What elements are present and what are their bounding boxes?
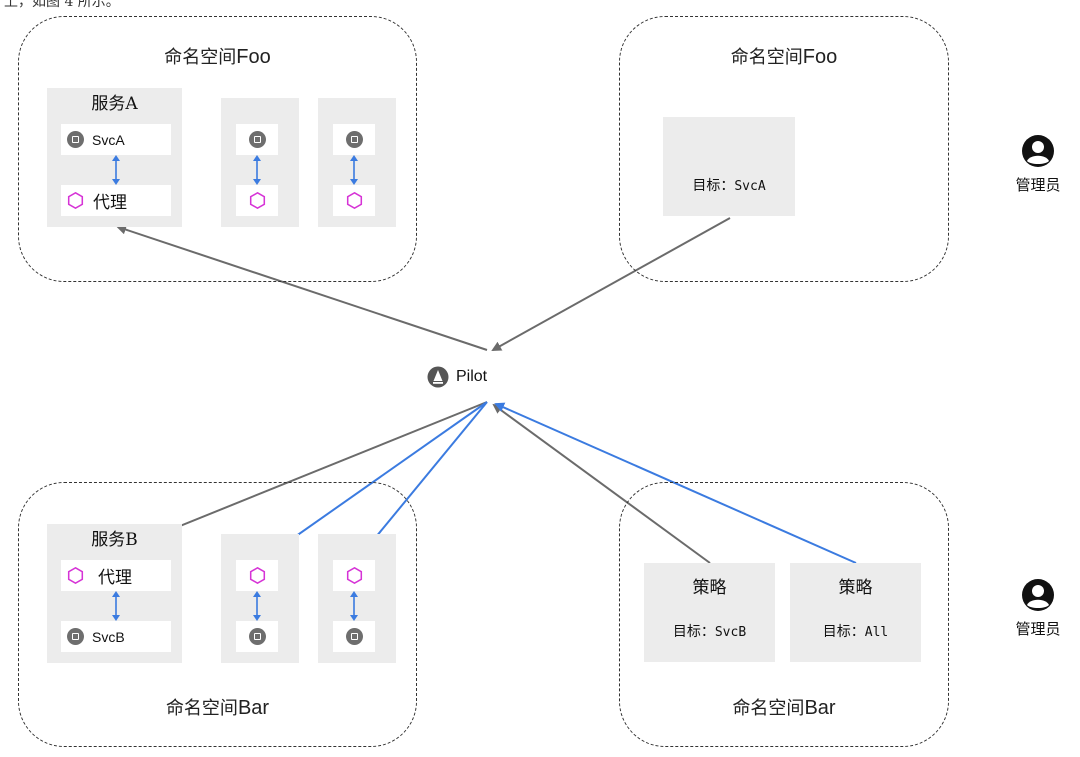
namespace-title-en: Foo [802,46,838,68]
arrow-target-to-pilot [491,217,731,351]
pilot-label: Pilot [456,368,488,385]
namespace-title: 命名空间Bar [19,694,416,720]
cpu-icon [345,628,363,645]
target-value: SvcB [714,625,747,640]
pod-2-proxy-chip [236,185,278,216]
hexagon-proxy-icon [346,192,362,209]
pod-3-bottom-proxy-chip [333,560,375,591]
admin-label: 管理员 [1015,176,1061,194]
hexagon-proxy-icon [249,192,265,209]
pilot-node: Pilot [427,366,487,388]
proxy-label: 代理 [98,568,132,588]
namespace-title-en: Bar [237,697,270,719]
target-label: 目标： [672,624,715,640]
svcb-label: SvcB [92,628,125,645]
admin-bottom: 管理员 [1008,578,1068,639]
namespace-title: 命名空间Foo [620,43,948,69]
namespace-bar-config: 命名空间Bar [619,482,949,747]
service-b-title: 服务B [91,530,138,550]
admin-top: 管理员 [1008,134,1068,195]
namespace-title-en: Bar [804,697,836,719]
hexagon-proxy-icon [67,192,84,209]
cpu-icon [345,131,363,148]
namespace-title-cn: 命名空间 [730,47,803,68]
target-label: 目标： [822,624,865,640]
admin-label: 管理员 [1015,620,1061,638]
bidirectional-arrow-icon [112,155,120,185]
bidirectional-arrow-icon [112,591,120,621]
arrow-pilot-to-proxy-3 [355,401,488,562]
service-b-proxy-chip: 代理 [61,560,171,591]
policy-box-all: 策略 目标：All [790,563,921,662]
svca-container-chip: SvcA [61,124,171,155]
hexagon-proxy-icon [249,567,265,584]
namespace-title-en: Foo [236,46,271,68]
pod-2-bottom-proxy-chip [236,560,278,591]
user-circle-icon [1022,135,1054,167]
target-value: SvcA [734,179,766,194]
bidirectional-arrow-icon [253,155,261,185]
bidirectional-arrow-icon [253,591,261,621]
namespace-foo-services: 命名空间Foo [18,16,417,282]
page-caption-fragment: 上，如图 4 所示。 [4,0,120,10]
namespace-title-cn: 命名空间 [732,698,805,719]
namespace-foo-config: 命名空间Foo [619,16,949,282]
target-label: 目标： [692,178,735,194]
arrow-pilot-to-proxy-2 [260,401,488,562]
policy-box-svcb: 策略 目标：SvcB [644,563,775,662]
target-text: 目标：SvcB [644,621,775,641]
target-value: All [864,625,889,640]
arrow-policy-all-to-pilot [494,402,857,564]
namespace-title-cn: 命名空间 [164,47,237,68]
pod-3-container-chip [333,124,375,155]
arrow-pilot-to-service-a [116,224,488,351]
pod-2-container-chip [236,124,278,155]
arrow-policy-svcb-to-pilot [492,403,711,564]
svcb-container-chip: SvcB [61,621,171,652]
cpu-icon [248,628,266,645]
proxy-label: 代理 [93,193,127,213]
service-a-proxy-chip: 代理 [61,185,171,216]
bidirectional-arrow-icon [350,155,358,185]
arrow-pilot-to-service-b [126,401,488,549]
namespace-title-cn: 命名空间 [165,698,238,719]
pod-3-bottom-container-chip [333,621,375,652]
namespace-title: 命名空间Foo [19,43,416,69]
bidirectional-arrow-icon [350,591,358,621]
namespace-title: 命名空间Bar [620,694,948,720]
policy-title: 策略 [838,578,873,598]
hexagon-proxy-icon [67,567,84,584]
target-text: 目标：SvcA [663,175,795,195]
cpu-icon [67,131,84,148]
pod-3-proxy-chip [333,185,375,216]
hexagon-proxy-icon [346,567,362,584]
pod-2-bottom-container-chip [236,621,278,652]
policy-title: 策略 [692,578,727,598]
service-a-title: 服务A [91,94,138,114]
cpu-icon [67,628,84,645]
namespace-bar-services: 命名空间Bar [18,482,417,747]
cpu-icon [248,131,266,148]
target-text: 目标：All [790,621,921,641]
destination-rule-box: 目标：SvcA [663,117,795,216]
pilot-sail-icon [427,366,449,388]
user-circle-icon [1022,579,1054,611]
svca-label: SvcA [92,131,125,148]
